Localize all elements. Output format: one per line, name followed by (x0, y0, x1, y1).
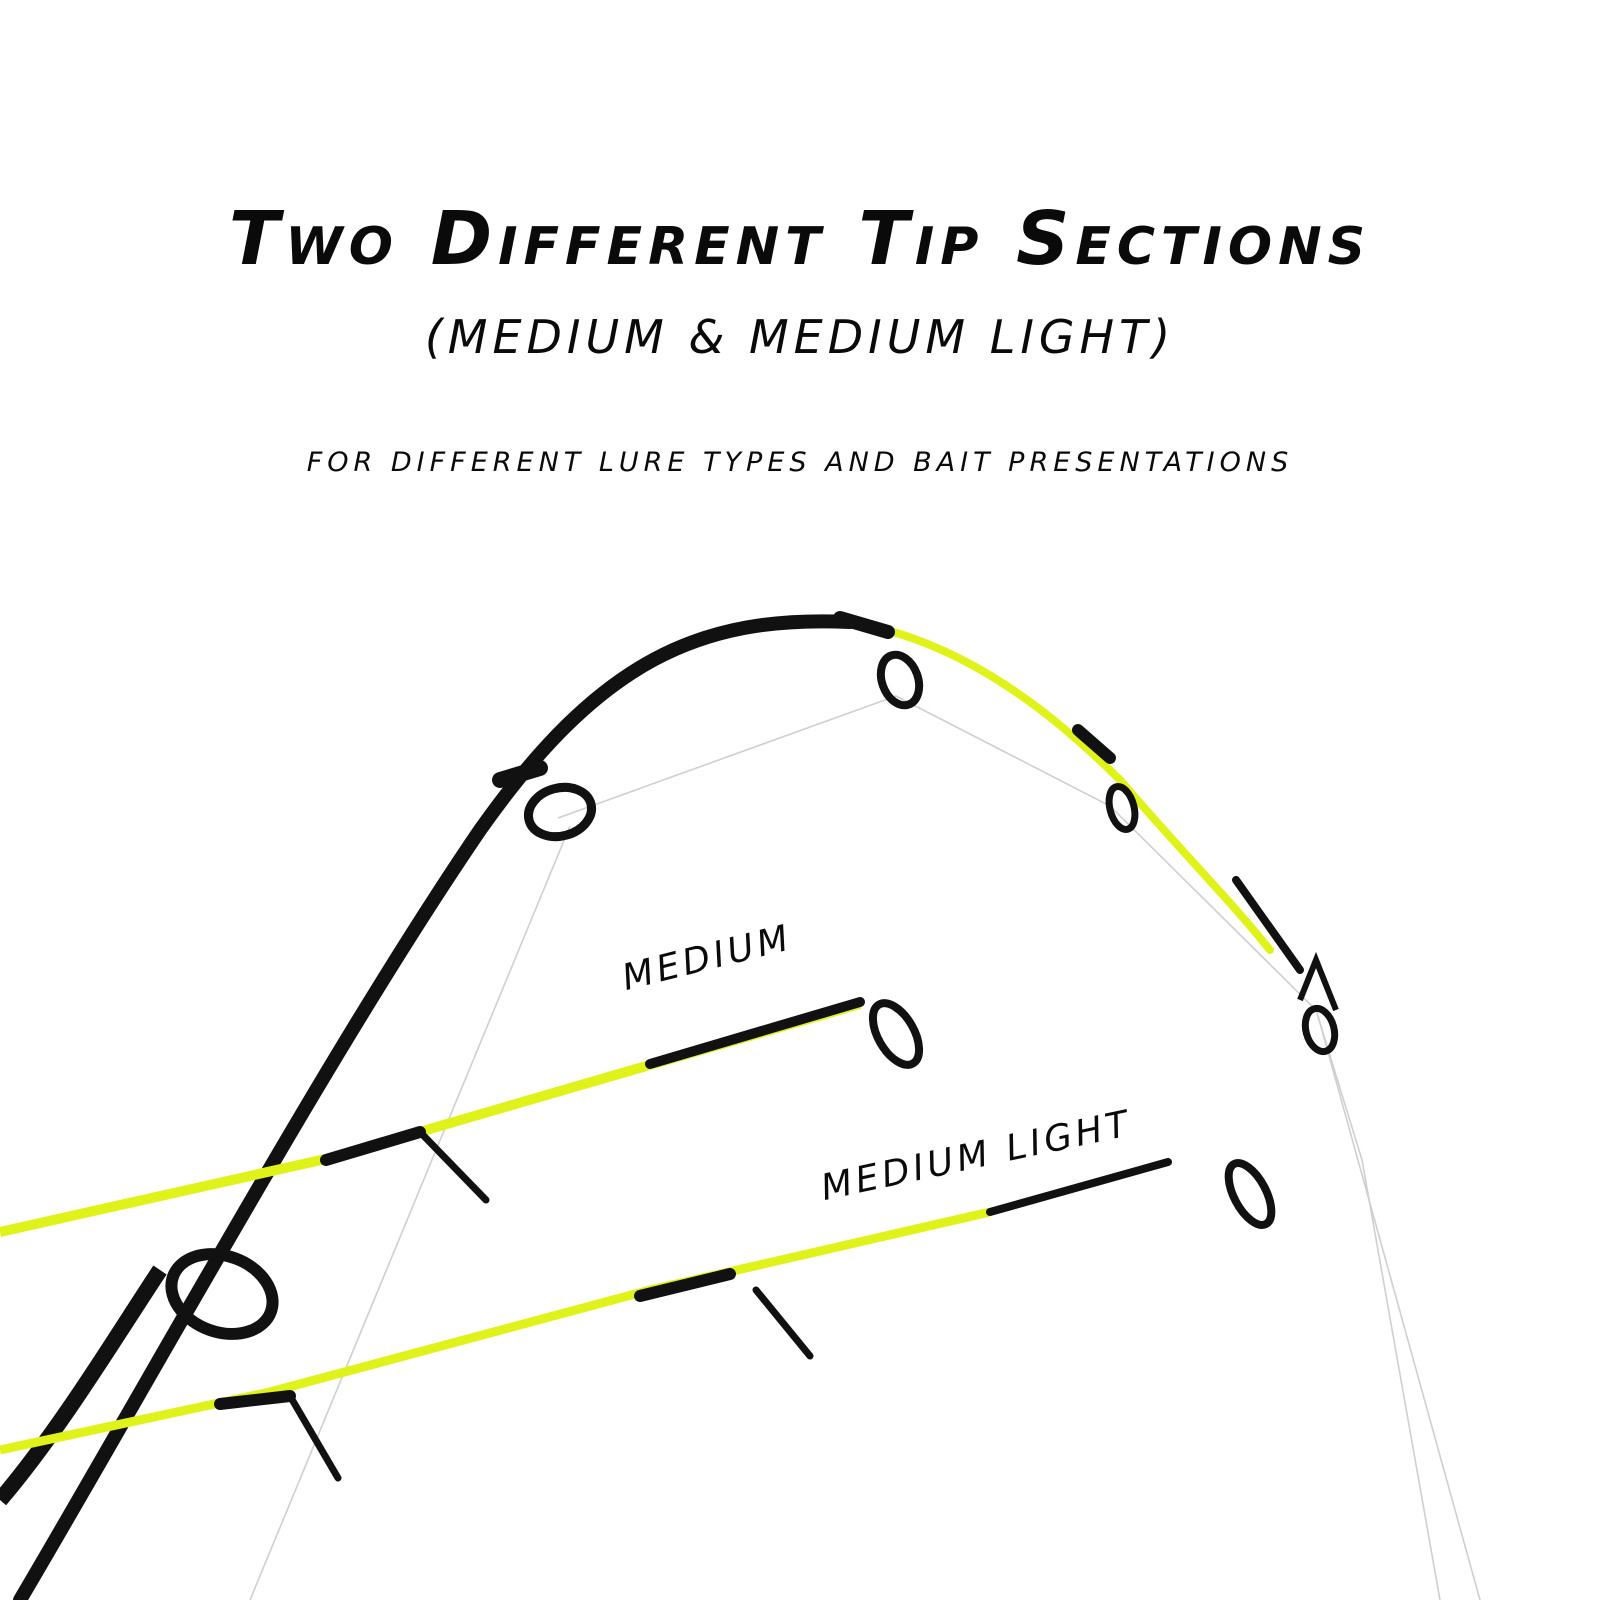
medium-tip-section (0, 997, 924, 1237)
tagline: for different lure types and bait presen… (306, 447, 1294, 478)
medium-light-tip-section (0, 1158, 1276, 1482)
main-rod-blank (0, 611, 1304, 1600)
headline: Two Different Tip Sections (228, 196, 1372, 282)
fishing-line (249, 695, 1481, 1600)
subheadline: (medium & medium light) (424, 310, 1176, 364)
rod-guides (165, 650, 1339, 1340)
